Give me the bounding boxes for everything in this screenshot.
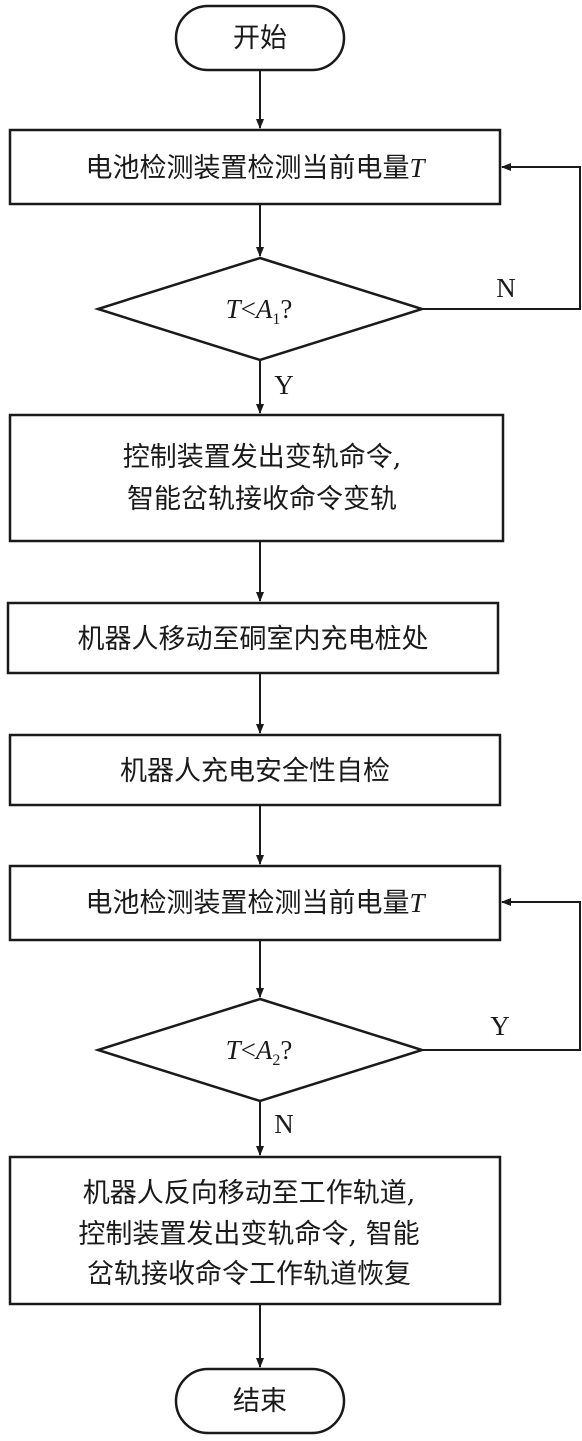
- step-issue-switch-command: [8, 413, 505, 543]
- step-return-to-track-line1: 机器人反向移动至工作轨道,: [83, 1178, 416, 1209]
- decision1-yes-label: Y: [274, 370, 294, 400]
- decision1-no-label: N: [496, 273, 516, 303]
- step-check-battery-1-label: 电池检测装置检测当前电量T: [85, 153, 426, 184]
- end-label: 结束: [233, 1386, 287, 1417]
- decision2-no-label: N: [274, 1109, 294, 1139]
- step-check-battery-1: [8, 128, 502, 206]
- loop-yes-to-step5: [422, 898, 581, 1051]
- loop-no-to-step1: [422, 163, 581, 310]
- step-return-to-track: [8, 1155, 502, 1306]
- decision2-yes-label: Y: [490, 1011, 510, 1041]
- step-issue-switch-command-line1: 控制装置发出变轨命令,: [123, 442, 402, 473]
- step-issue-switch-command-line2: 智能岔轨接收命令变轨: [127, 484, 397, 515]
- step-safety-self-check-label: 机器人充电安全性自检: [120, 756, 390, 787]
- step-return-to-track-line3: 岔轨接收命令工作轨道恢复: [87, 1259, 411, 1290]
- start-label: 开始: [233, 23, 287, 54]
- step-move-to-charger: [6, 601, 500, 675]
- step-move-to-charger-label: 机器人移动至硐室内充电桩处: [78, 624, 429, 655]
- decision-threshold-a1-label: T<A1?: [226, 294, 293, 328]
- step-safety-self-check: [8, 733, 502, 807]
- step-return-to-track-line2: 控制装置发出变轨命令, 智能: [78, 1219, 419, 1250]
- decision-threshold-a2-label: T<A2?: [226, 1035, 293, 1069]
- step-check-battery-2: [8, 864, 502, 942]
- step-check-battery-2-label: 电池检测装置检测当前电量T: [85, 888, 426, 919]
- end-terminator: [174, 1367, 346, 1435]
